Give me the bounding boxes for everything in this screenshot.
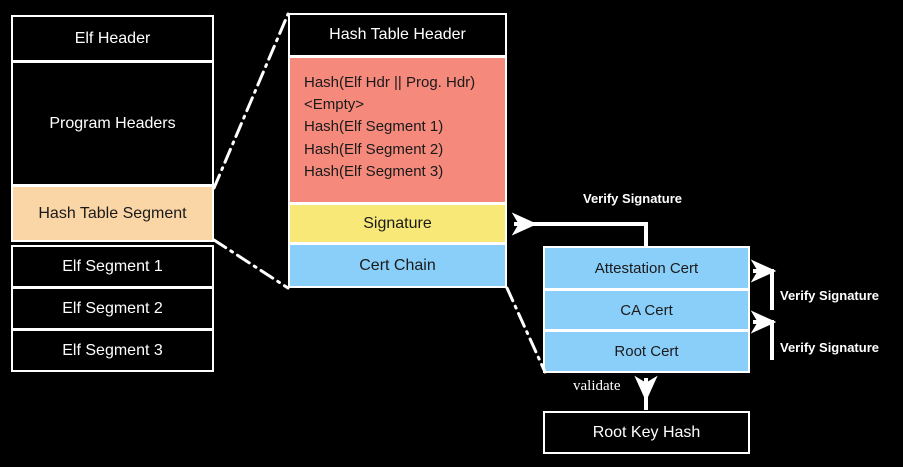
hash-entry: Hash(Elf Segment 1) — [304, 118, 444, 136]
cert-item-label: CA Cert — [620, 301, 673, 319]
hash-entries-list: Hash(Elf Hdr || Prog. Hdr) <Empty> Hash(… — [288, 56, 507, 204]
elf-stack-label: Program Headers — [49, 114, 176, 132]
elf-stack-label: Elf Header — [74, 29, 151, 47]
elf-stack-item-elf-header: Elf Header — [11, 15, 214, 62]
cert-item-attestation-cert: Attestation Cert — [543, 246, 750, 290]
cert-item-ca-cert: CA Cert — [543, 289, 750, 331]
elf-stack-item-hash-table-segment: Hash Table Segment — [11, 185, 214, 242]
verify-arrow-bottom — [750, 310, 777, 360]
signature-label: Signature — [363, 214, 432, 232]
elf-stack-item-elf-segment-3: Elf Segment 3 — [11, 329, 214, 372]
signature-block: Signature — [288, 203, 507, 244]
hash-table-header: Hash Table Header — [288, 13, 507, 57]
cert-item-label: Attestation Cert — [594, 259, 699, 277]
hash-entry: <Empty> — [304, 96, 365, 114]
cert-item-label: Root Cert — [614, 343, 679, 360]
elf-stack-item-elf-segment-2: Elf Segment 2 — [11, 287, 214, 330]
callout-line-upper — [212, 12, 290, 190]
validate-label: validate — [573, 378, 621, 394]
hash-entry: Hash(Elf Segment 3) — [304, 162, 444, 180]
callout-line-lower — [212, 238, 290, 290]
elf-stack-label: Elf Segment 3 — [62, 341, 163, 359]
verify-arrow-top — [511, 212, 648, 246]
cert-chain-block: Cert Chain — [288, 243, 507, 288]
hash-table-header-label: Hash Table Header — [329, 26, 466, 43]
cert-chain-label: Cert Chain — [359, 256, 436, 274]
hash-entry: Hash(Elf Hdr || Prog. Hdr) — [304, 74, 476, 91]
elf-stack-label: Hash Table Segment — [38, 204, 187, 222]
elf-stack-item-program-headers: Program Headers — [11, 61, 214, 186]
elf-stack-label: Elf Segment 1 — [62, 257, 163, 275]
elf-stack-label: Elf Segment 2 — [62, 299, 163, 317]
verify-signature-label-bottom: Verify Signature — [780, 340, 879, 355]
verify-signature-label-top: Verify Signature — [583, 191, 682, 206]
callout-line-cert-chain — [505, 286, 547, 374]
verify-arrow-mid — [750, 259, 777, 310]
verify-signature-label-mid: Verify Signature — [780, 288, 879, 303]
root-key-hash-label: Root Key Hash — [592, 423, 701, 441]
root-key-hash-box: Root Key Hash — [543, 411, 750, 454]
hash-entry: Hash(Elf Segment 2) — [304, 140, 444, 158]
elf-stack-item-elf-segment-1: Elf Segment 1 — [11, 245, 214, 288]
cert-item-root-cert: Root Cert — [543, 330, 750, 373]
